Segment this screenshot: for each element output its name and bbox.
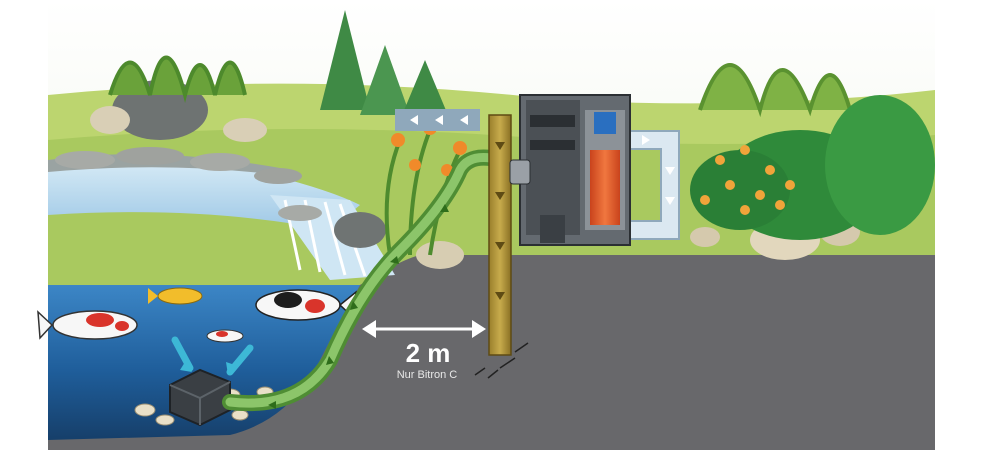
supply-hose-inner: [225, 153, 505, 408]
flow-arrow-icon: [268, 204, 449, 409]
koi-fish-gold: [148, 287, 203, 305]
koi-fish-white-red: [37, 310, 138, 340]
distance-value: 2 m: [406, 338, 451, 368]
distance-note: Nur Bitron C: [397, 369, 458, 381]
pressure-filter-icon: [509, 94, 631, 246]
koi-fish: [37, 287, 357, 343]
koi-fish-small: [206, 329, 244, 343]
plants: [108, 10, 935, 256]
return-pipe: [474, 114, 529, 379]
distance-dimension: 2 m Nur Bitron C: [362, 320, 486, 381]
